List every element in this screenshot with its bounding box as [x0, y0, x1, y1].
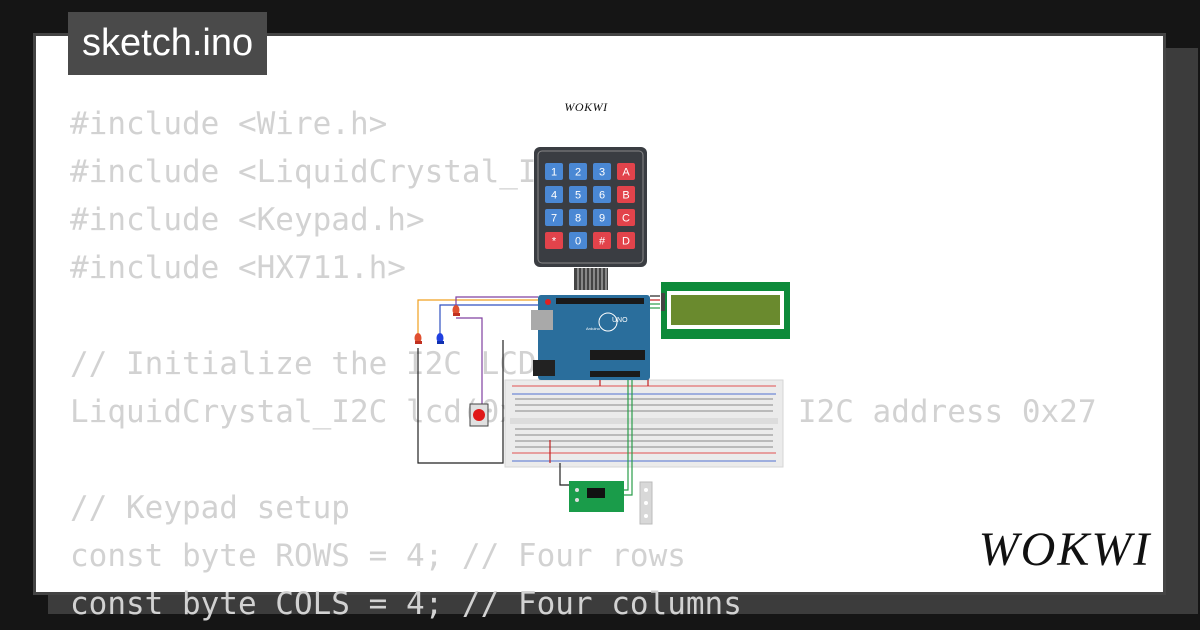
keypad-key-label: 8: [575, 213, 581, 225]
keypad-4x4[interactable]: 1 2 3 A 4 5 6 B 7 8 9 C * 0 # D: [534, 147, 647, 290]
led-blue[interactable]: [436, 333, 445, 344]
keypad-key-3[interactable]: 3: [593, 163, 611, 180]
code-preview: #include <Wire.h>#include <LiquidCrystal…: [70, 100, 1097, 628]
led-red[interactable]: [414, 333, 423, 344]
keypad-key-D[interactable]: D: [617, 232, 635, 249]
arduino-brand-label: Arduino: [586, 326, 601, 331]
keypad-key-2[interactable]: 2: [569, 163, 587, 180]
push-button[interactable]: [469, 403, 489, 427]
keypad-key-1[interactable]: 1: [545, 163, 563, 180]
keypad-key-7[interactable]: 7: [545, 209, 563, 226]
keypad-key-label: A: [622, 167, 630, 179]
keypad-key-label: 5: [575, 190, 581, 202]
keypad-key-8[interactable]: 8: [569, 209, 587, 226]
keypad-key-*[interactable]: *: [545, 232, 563, 249]
hx711-module[interactable]: [569, 481, 624, 512]
file-name-tag: sketch.ino: [68, 12, 268, 75]
keypad-key-label: 6: [599, 190, 605, 202]
keypad-key-6[interactable]: 6: [593, 186, 611, 203]
keypad-key-label: #: [599, 236, 606, 248]
code-line-4: #include <HX711.h>: [70, 250, 406, 286]
keypad-key-C[interactable]: C: [617, 209, 635, 226]
keypad-key-label: C: [622, 213, 630, 225]
keypad-key-0[interactable]: 0: [569, 232, 587, 249]
code-line-9: // Keypad setup: [70, 490, 350, 526]
arduino-uno[interactable]: UNO Arduino: [531, 295, 650, 380]
keypad-key-A[interactable]: A: [617, 163, 635, 180]
keypad-key-B[interactable]: B: [617, 186, 635, 203]
keypad-key-label: 3: [599, 167, 605, 179]
keypad-key-label: D: [622, 236, 630, 248]
keypad-key-label: 2: [575, 167, 581, 179]
led-red-2[interactable]: [452, 305, 461, 316]
keypad-key-5[interactable]: 5: [569, 186, 587, 203]
load-cell[interactable]: [639, 481, 653, 525]
wokwi-logo-large: WOKWI: [978, 523, 1152, 576]
breadboard-holes: [515, 398, 773, 448]
keypad-key-4[interactable]: 4: [545, 186, 563, 203]
lcd-16x2[interactable]: [661, 282, 790, 339]
keypad-key-label: 1: [551, 167, 557, 179]
code-line-11: const byte COLS = 4; // Four columns: [70, 586, 742, 622]
keypad-key-label: 0: [575, 236, 581, 248]
keypad-key-label: 9: [599, 213, 605, 225]
keypad-key-9[interactable]: 9: [593, 209, 611, 226]
code-line-3: #include <Keypad.h>: [70, 202, 425, 238]
breadboard: [504, 379, 784, 468]
keypad-key-#[interactable]: #: [593, 232, 611, 249]
keypad-key-label: *: [552, 236, 557, 248]
keypad-key-label: 4: [551, 190, 557, 202]
keypad-key-label: B: [622, 190, 629, 202]
keypad-key-label: 7: [551, 213, 557, 225]
code-line-1: #include <Wire.h>: [70, 106, 388, 142]
code-line-6: // Initialize the I2C LCD: [70, 346, 537, 382]
code-line-10: const byte ROWS = 4; // Four rows: [70, 538, 686, 574]
wokwi-logo-small: WOKWI: [564, 100, 608, 114]
arduino-model-label: UNO: [612, 317, 628, 324]
